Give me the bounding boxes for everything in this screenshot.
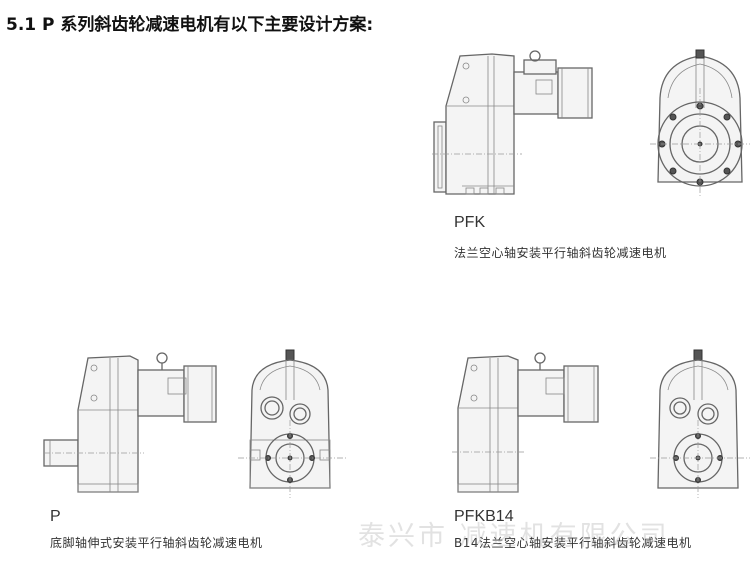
pfkb14-front-drawing [650, 349, 750, 500]
pfk-front-drawing [650, 48, 750, 198]
pfk-side-drawing [432, 44, 602, 204]
p-description: 底脚轴伸式安装平行轴斜齿轮减速电机 [50, 536, 263, 550]
pfk-model-label: PFK [454, 214, 486, 231]
p-model-label: P [50, 508, 61, 525]
pfkb14-model-label: PFKB14 [454, 508, 514, 525]
pfkb14-side-drawing [452, 352, 612, 502]
pfk-description: 法兰空心轴安装平行轴斜齿轮减速电机 [454, 246, 667, 260]
p-front-drawing [238, 349, 348, 500]
pfkb14-description: B14法兰空心轴安装平行轴斜齿轮减速电机 [454, 536, 692, 550]
p-side-drawing [43, 352, 224, 502]
section-title: 5.1 P 系列斜齿轮减速电机有以下主要设计方案: [6, 15, 374, 35]
